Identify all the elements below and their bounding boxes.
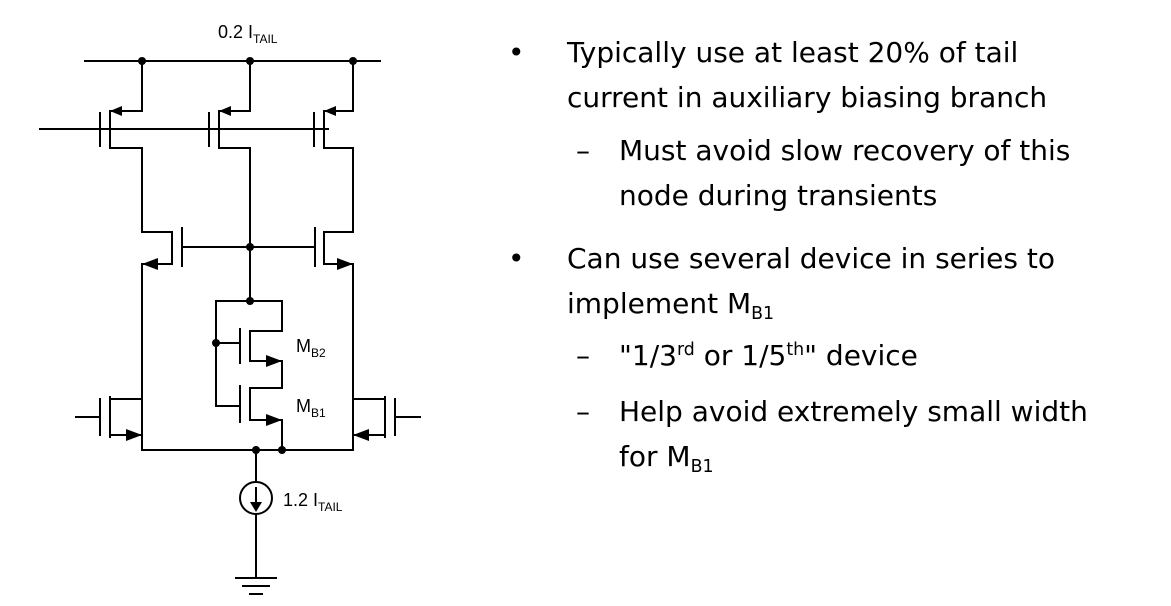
- mb-stack: [215, 300, 283, 451]
- sub-bullet-2-1-text: "1/3rd or 1/5th" device: [619, 339, 918, 372]
- mb1-label: MB1: [296, 396, 326, 420]
- circuit-schematic: 0.2 ITAIL MB2 MB1 1.2 ITAIL: [39, 22, 421, 595]
- pmos-cascode-right: [314, 227, 354, 451]
- top-current-label: 0.2 ITAIL: [218, 22, 278, 46]
- tail-current-label: 1.2 ITAIL: [283, 490, 343, 514]
- sub-bullet-1-1-line-2: node during transients: [619, 179, 938, 212]
- bullet-marker: •: [508, 36, 525, 69]
- sub-bullet-2-2-line-2: for MB1: [619, 440, 714, 478]
- bullet-2-line-1: Can use several device in series to: [567, 242, 1056, 275]
- pmos-source-right: [313, 60, 354, 233]
- dash-marker: –: [576, 395, 590, 428]
- dash-marker: –: [576, 339, 590, 372]
- bullet-1-line-2: current in auxiliary biasing branch: [567, 81, 1048, 114]
- ground-icon: [235, 577, 277, 595]
- sub-bullet-1-1-line-1: Must avoid slow recovery of this: [619, 134, 1071, 167]
- nmos-left: [75, 396, 143, 451]
- pmos-source-left: [99, 60, 143, 233]
- junction-dots: [138, 57, 357, 454]
- bullet-2-line-2: implement MB1: [567, 287, 775, 325]
- mb2-label: MB2: [296, 336, 326, 360]
- nmos-right: [352, 396, 421, 451]
- dash-marker: –: [576, 134, 590, 167]
- pmos-source-mid: [208, 60, 251, 149]
- bullet-1-line-1: Typically use at least 20% of tail: [567, 36, 1019, 69]
- sub-bullet-2-2-line-1: Help avoid extremely small width: [619, 395, 1088, 428]
- bullet-marker: •: [508, 242, 525, 275]
- tail-current-source: [239, 481, 273, 515]
- pmos-cascode-left: [141, 227, 183, 451]
